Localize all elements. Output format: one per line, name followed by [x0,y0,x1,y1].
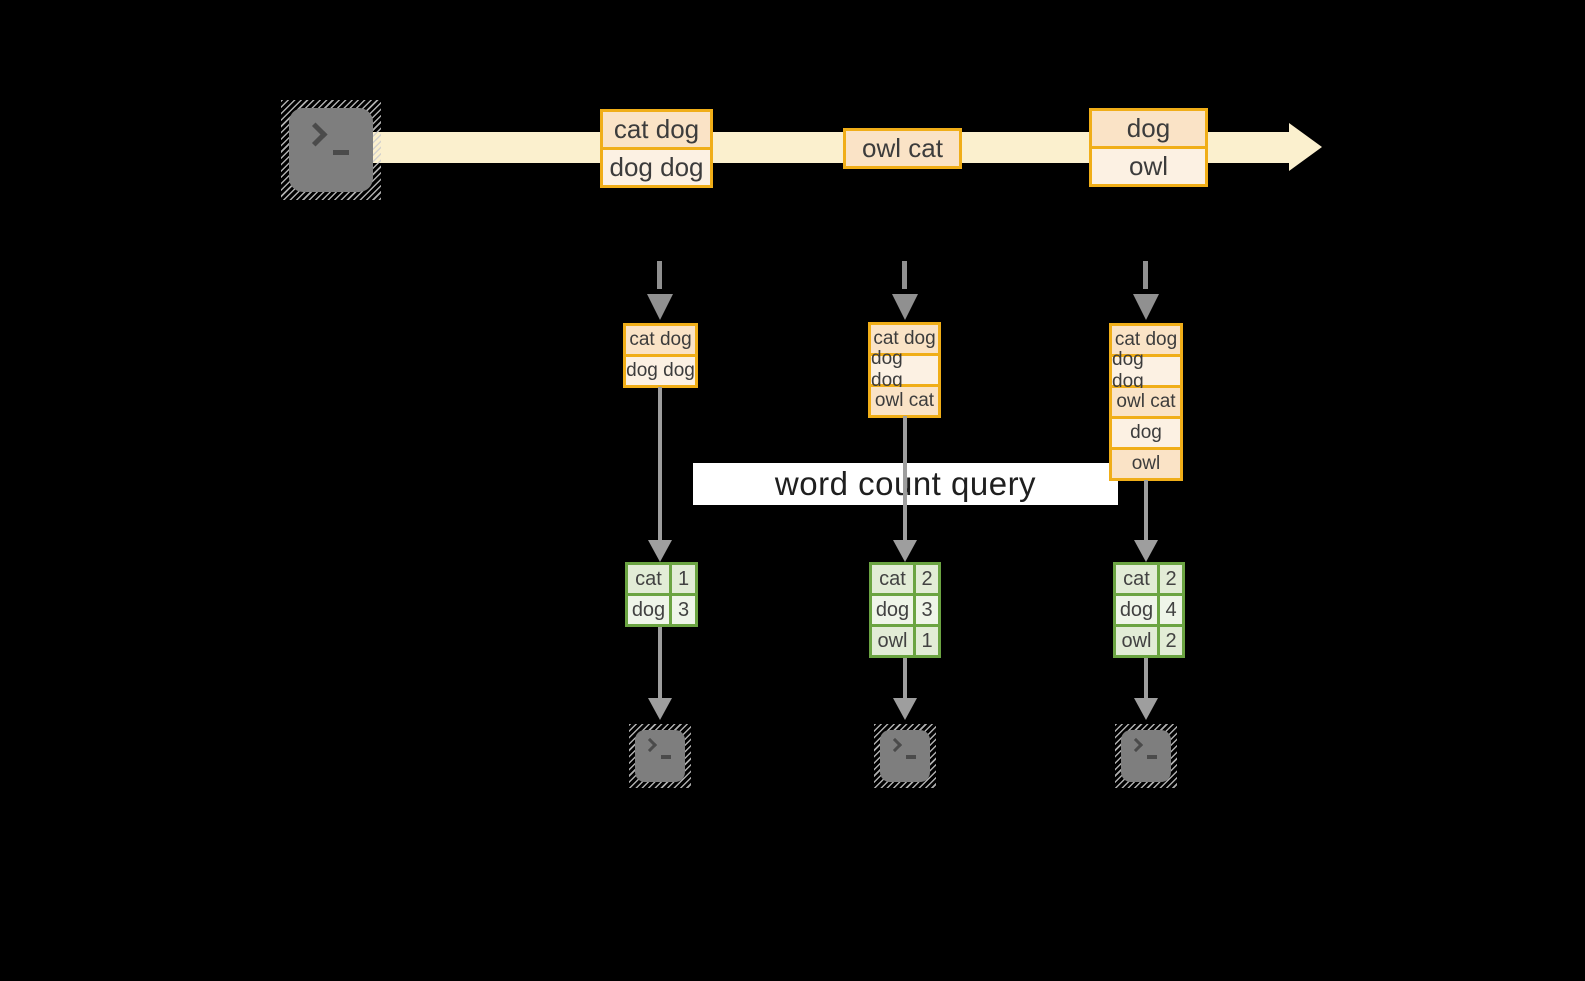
count-cell: 2 [916,565,938,593]
count-cell: 3 [672,596,695,624]
word-cell: dog [872,596,913,624]
terminal-source-icon [281,100,381,200]
stream-arrowhead-icon [1289,123,1322,171]
stack-row: cat dog [626,326,695,354]
terminal-output-icon [1115,724,1177,788]
prompt-cursor-icon [333,150,349,155]
table-row: cat 2 [872,565,938,593]
word-cell: owl [872,627,913,655]
dashed-arrow-line [1143,261,1148,289]
word-cell: owl [1116,627,1157,655]
prompt-chevron-icon [642,737,658,753]
arrow-line [1144,658,1148,699]
count-cell: 3 [916,596,938,624]
dashed-arrow-line [657,261,662,289]
arrow-head-icon [648,540,672,562]
table-row: cat 2 [1116,565,1182,593]
terminal-output-icon [629,724,691,788]
terminal-screen [635,730,685,782]
stream-record: cat dog [603,112,710,147]
arrow-head-icon [1134,540,1158,562]
count-cell: 1 [672,565,695,593]
stack-row: cat dog [1112,326,1180,354]
dashed-arrow-line [902,261,907,289]
prompt-chevron-icon [887,737,903,753]
stack-row: dog dog [626,357,695,385]
input-stack-3: cat dog dog dog owl cat dog owl [1109,323,1183,481]
word-cell: cat [628,565,669,593]
arrow-line [903,658,907,699]
count-cell: 2 [1160,565,1182,593]
stream-record: dog dog [603,150,710,185]
word-cell: cat [872,565,913,593]
stream-record: dog [1092,111,1205,146]
arrow-head-icon [893,698,917,720]
input-stack-1: cat dog dog dog [623,323,698,388]
stack-row: owl cat [1112,388,1180,416]
table-row: owl 2 [1116,627,1182,655]
word-cell: dog [628,596,669,624]
arrow-line [658,387,662,541]
prompt-cursor-icon [906,755,916,759]
table-row: dog 3 [628,596,695,624]
stack-row: owl cat [871,387,938,415]
stack-row: dog [1112,419,1180,447]
stack-row: cat dog [871,325,938,353]
stream-record: owl [1092,149,1205,184]
arrow-line [1144,480,1148,541]
count-cell: 1 [916,627,938,655]
terminal-screen [1121,730,1171,782]
terminal-screen [289,108,373,192]
arrow-line [658,627,662,699]
count-table-1: cat 1 dog 3 [625,562,698,627]
prompt-chevron-icon [1128,737,1144,753]
input-stack-2: cat dog dog dog owl cat [868,322,941,418]
count-table-2: cat 2 dog 3 owl 1 [869,562,941,658]
stream-event-box-1: cat dog dog dog [600,109,713,188]
count-cell: 2 [1160,627,1182,655]
arrow-head-icon [893,540,917,562]
table-row: cat 1 [628,565,695,593]
terminal-output-icon [874,724,936,788]
dashed-arrow-head-icon [1133,294,1159,320]
dashed-arrow-head-icon [892,294,918,320]
arrow-line [903,416,907,541]
count-table-3: cat 2 dog 4 owl 2 [1113,562,1185,658]
stream-record: owl cat [846,131,959,166]
dashed-arrow-head-icon [647,294,673,320]
table-row: dog 3 [872,596,938,624]
terminal-screen [880,730,930,782]
prompt-chevron-icon [303,122,328,147]
stack-row: dog dog [1112,349,1180,392]
prompt-cursor-icon [1147,755,1157,759]
prompt-cursor-icon [661,755,671,759]
arrow-head-icon [1134,698,1158,720]
word-cell: dog [1116,596,1157,624]
table-row: dog 4 [1116,596,1182,624]
stack-row: owl [1112,450,1180,478]
word-cell: cat [1116,565,1157,593]
table-row: owl 1 [872,627,938,655]
stack-row: dog dog [871,348,938,391]
stream-event-box-2: owl cat [843,128,962,169]
count-cell: 4 [1160,596,1182,624]
arrow-head-icon [648,698,672,720]
stream-event-box-3: dog owl [1089,108,1208,187]
